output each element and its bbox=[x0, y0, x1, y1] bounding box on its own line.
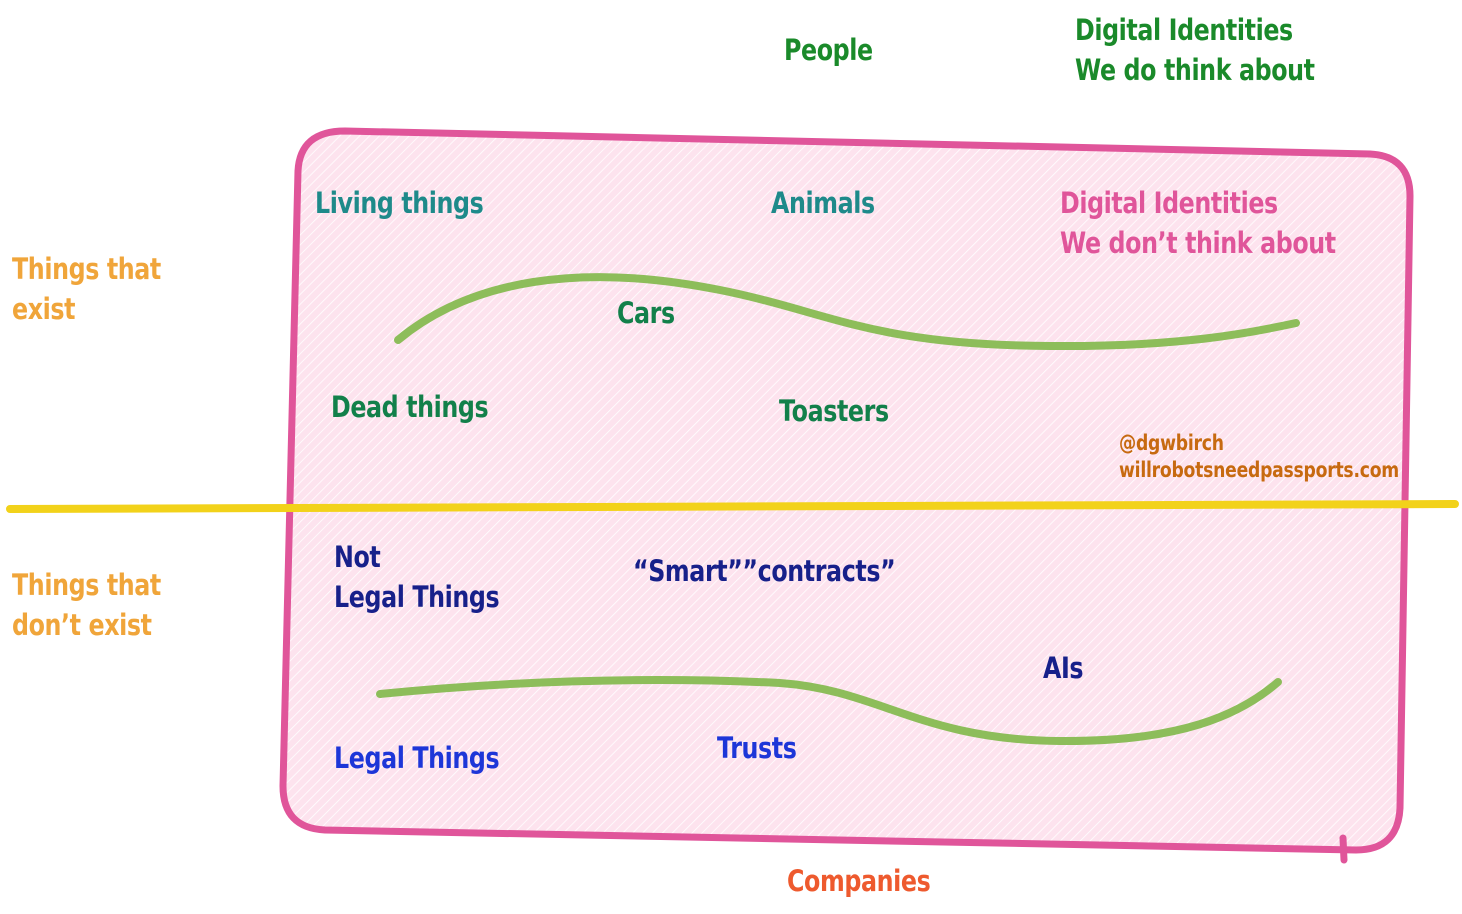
label-toasters: Toasters bbox=[779, 394, 889, 428]
upper-curve bbox=[394, 273, 1300, 351]
label-living-things: Living things bbox=[315, 186, 484, 220]
label-things-that-dont-exist: Things that don’t exist bbox=[12, 568, 161, 642]
label-things-that-exist: Things that exist bbox=[12, 252, 161, 326]
label-trusts: Trusts bbox=[717, 731, 797, 765]
label-digital-identities-we-do: Digital Identities We do think about bbox=[1075, 13, 1315, 87]
divider-line bbox=[6, 500, 1459, 513]
label-ais: AIs bbox=[1043, 651, 1084, 685]
label-cars: Cars bbox=[617, 296, 675, 330]
label-smart-contracts: “Smart””contracts” bbox=[633, 554, 896, 588]
label-legal-things: Legal Things bbox=[334, 741, 500, 775]
label-people: People bbox=[784, 33, 873, 67]
pink-frame bbox=[279, 127, 1414, 854]
label-credit: @dgwbirch willrobotsneedpassports.com bbox=[1119, 431, 1399, 482]
label-companies: Companies bbox=[787, 864, 931, 898]
label-animals: Animals bbox=[771, 186, 875, 220]
frame-tail bbox=[1339, 834, 1348, 864]
label-dead-things: Dead things bbox=[331, 390, 489, 424]
lower-curve bbox=[376, 676, 1282, 746]
label-not-legal-things: Not Legal Things bbox=[334, 540, 500, 614]
label-digital-identities-we-dont: Digital Identities We don’t think about bbox=[1060, 186, 1336, 260]
